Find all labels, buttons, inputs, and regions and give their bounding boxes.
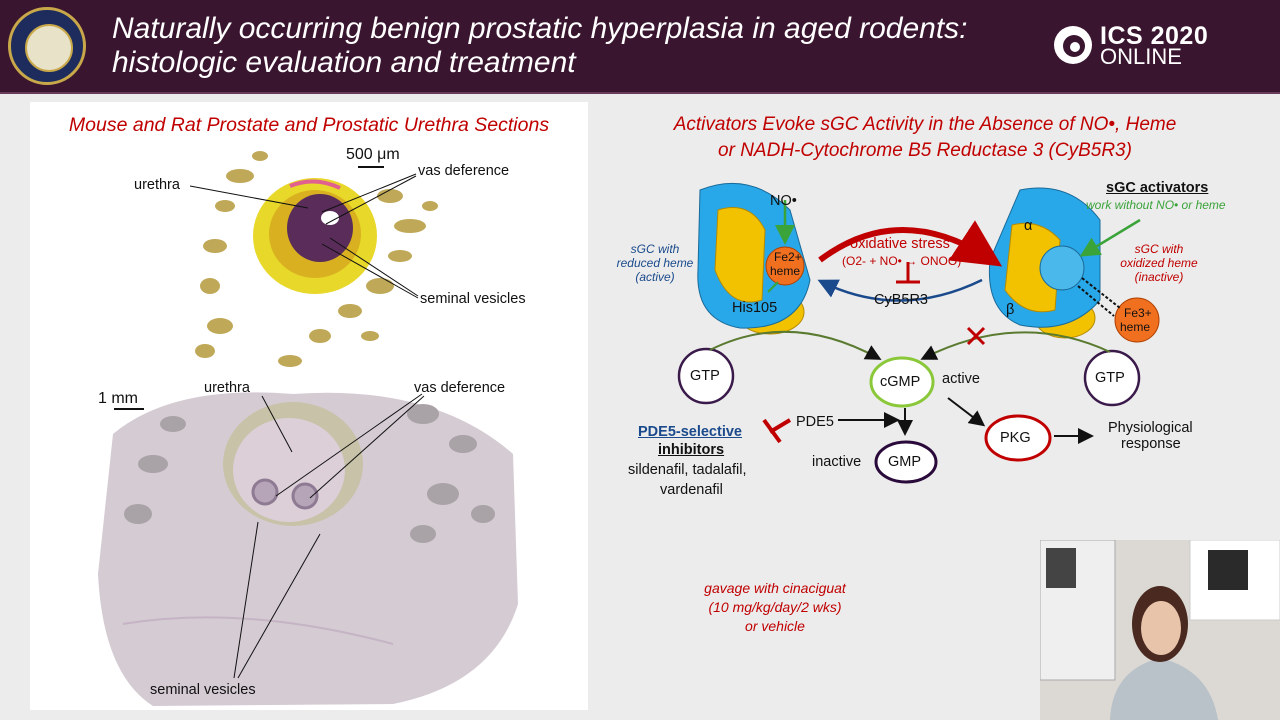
- rat-urethra-label: urethra: [204, 380, 250, 396]
- rat-section-image: [93, 374, 525, 708]
- presenter-icon: [1040, 540, 1280, 720]
- heme-label-right: heme: [1120, 320, 1151, 334]
- gavage-line1: gavage with cinaciguat: [704, 580, 846, 596]
- rat-label-arrows: [233, 393, 425, 679]
- beta-label: β: [1006, 302, 1015, 318]
- ics-logo-subtext: ONLINE: [1100, 44, 1182, 69]
- pde5-inhibitors-title1: PDE5-selective: [638, 424, 742, 440]
- mouse-scale-label: 500 μm: [346, 146, 400, 163]
- rat-vas-label: vas deference: [414, 380, 506, 396]
- his105-label: His105: [732, 300, 778, 316]
- slide-title-line1: Naturally occurring benign prostatic hyp…: [112, 12, 968, 45]
- pathway-title-line1: Activators Evoke sGC Activity in the Abs…: [673, 114, 1177, 135]
- slide-title-line2: histologic evaluation and treatment: [112, 46, 576, 79]
- header-divider: [0, 92, 1280, 94]
- university-seal-icon: [8, 7, 86, 85]
- gtp-left-label: GTP: [690, 368, 720, 384]
- ics-logo-text: ICS 2020: [1100, 22, 1209, 50]
- physio-label-line1: Physiological: [1108, 420, 1193, 436]
- physio-label-line2: response: [1121, 436, 1181, 452]
- pde5-inhibitors-title2: inhibitors: [658, 442, 725, 458]
- no-label: NO•: [770, 193, 797, 209]
- alpha-label: α: [1024, 218, 1033, 234]
- pathway-title-line2: or NADH-Cytochrome B5 Reductase 3 (CyB5R…: [718, 140, 1132, 161]
- sgc-activators-subtitle: work without NO• or heme: [1086, 198, 1226, 212]
- cgmp-label: cGMP: [880, 374, 921, 390]
- fe2-label: Fe2+: [774, 250, 802, 264]
- rat-seminal-label: seminal vesicles: [150, 682, 256, 698]
- histology-panel: Mouse and Rat Prostate and Prostatic Ure…: [30, 102, 588, 710]
- gmp-label: GMP: [888, 454, 922, 470]
- mouse-section-image: [195, 151, 438, 367]
- active-label: active: [942, 371, 980, 387]
- fe3-label: Fe3+: [1124, 306, 1152, 320]
- pkg-label: PKG: [1000, 430, 1031, 446]
- rat-scale-bar: [114, 408, 144, 410]
- mouse-label-arrows: [189, 173, 419, 299]
- inactive-sgc-caption: sGC with oxidized heme (inactive): [1120, 242, 1198, 284]
- gavage-line2: (10 mg/kg/day/2 wks): [708, 599, 842, 615]
- cyb5r3-label: CyB5R3: [874, 292, 928, 308]
- ics-logo-icon: [1054, 26, 1092, 64]
- heme-label-left: heme: [770, 264, 801, 278]
- sgc-activators-title: sGC activators: [1106, 180, 1209, 196]
- mouse-seminal-label: seminal vesicles: [420, 291, 526, 307]
- oxidative-stress-label: oxidative stress: [850, 236, 950, 252]
- active-sgc-caption: sGC with reduced heme (active): [616, 242, 694, 284]
- reaction-label: (O2- + NO• → ONOO): [842, 254, 962, 268]
- pde5-inhibitor-list1: sildenafil, tadalafil,: [628, 462, 747, 478]
- gavage-line3: or vehicle: [745, 618, 805, 634]
- rat-scale-label: 1 mm: [98, 390, 138, 407]
- mouse-urethra-label: urethra: [134, 177, 180, 193]
- presenter-video: [1040, 540, 1280, 720]
- inactive-label: inactive: [812, 454, 862, 470]
- pde5-inhibitor-list2: vardenafil: [660, 482, 723, 498]
- gtp-right-label: GTP: [1095, 370, 1125, 386]
- sgc-pathway-diagram: [677, 182, 1160, 484]
- pde5-label: PDE5: [796, 414, 834, 430]
- histology-title: Mouse and Rat Prostate and Prostatic Ure…: [68, 114, 550, 136]
- mouse-vas-label: vas deference: [418, 163, 510, 179]
- mouse-scale-bar: [358, 166, 384, 168]
